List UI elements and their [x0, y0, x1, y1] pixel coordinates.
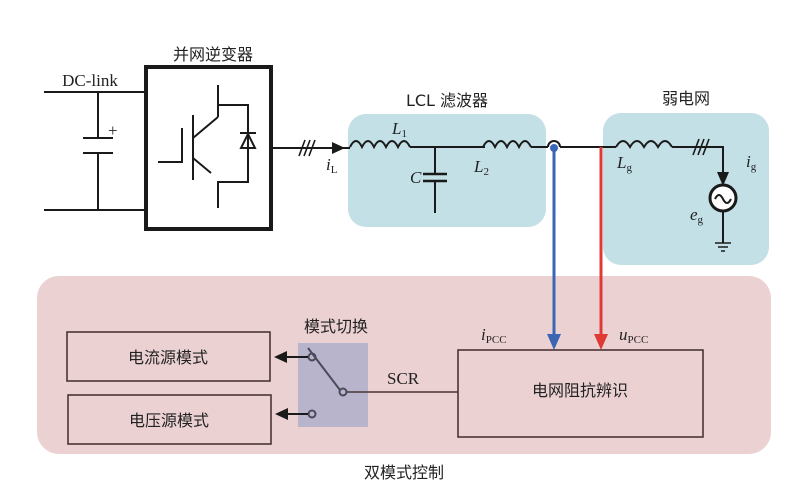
- three-phase-mark-grid: [692, 138, 710, 156]
- wire-crossover: [547, 140, 561, 148]
- ipcc-signal-line: [547, 144, 561, 350]
- weak-grid-region: [603, 113, 769, 265]
- ground-icon: [715, 211, 731, 252]
- inductor-L2: [482, 140, 532, 150]
- Lg-label: Lg: [616, 153, 632, 174]
- eg-label: eg: [690, 205, 704, 226]
- inductor-L1: [349, 140, 411, 150]
- ig-label: ig: [746, 152, 757, 173]
- scr-label: SCR: [387, 369, 420, 388]
- arrow-to-voltage-mode: [275, 408, 308, 420]
- mode-switch-icon: [307, 347, 348, 419]
- dc-link-capacitor: +: [44, 91, 146, 211]
- current-source-mode-label: 电流源模式: [128, 348, 208, 367]
- lcl-filter-title: LCL 滤波器: [406, 91, 488, 110]
- upcc-label: uPCC: [619, 325, 648, 346]
- voltage-source-mode-block: [67, 394, 272, 445]
- capacitor-plus-sign: +: [108, 121, 118, 140]
- inverter-block: [144, 65, 273, 231]
- three-phase-mark-inverter: [298, 139, 316, 157]
- ac-source-icon: [708, 183, 738, 213]
- upcc-signal-line: [594, 147, 608, 350]
- capacitor-C: [423, 147, 447, 213]
- C-label: C: [410, 168, 422, 187]
- mode-switch-title: 模式切换: [304, 317, 368, 336]
- dc-link-label: DC-link: [62, 71, 118, 90]
- arrow-to-current-mode: [274, 351, 308, 363]
- inductor-Lg: [615, 140, 673, 149]
- mode-switch-region: [298, 343, 368, 427]
- inverter-title: 并网逆变器: [173, 45, 253, 64]
- dual-mode-control-region: [37, 276, 771, 454]
- dual-mode-control-title: 双模式控制: [364, 463, 444, 482]
- current-arrow-ig: [717, 172, 729, 186]
- lcl-filter-region: [348, 114, 546, 227]
- current-source-mode-block: [66, 331, 271, 382]
- L1-label: L1: [391, 119, 407, 140]
- voltage-source-mode-label: 电压源模式: [129, 411, 209, 430]
- impedance-identification-block: [457, 349, 704, 438]
- current-arrow-iL: [332, 142, 345, 154]
- iL-label: iL: [326, 155, 338, 176]
- impedance-identification-label: 电网阻抗辨识: [532, 381, 628, 400]
- weak-grid-title: 弱电网: [662, 89, 710, 108]
- ipcc-label: iPCC: [481, 325, 507, 346]
- diode-icon: [239, 131, 257, 149]
- L2-label: L2: [473, 157, 489, 178]
